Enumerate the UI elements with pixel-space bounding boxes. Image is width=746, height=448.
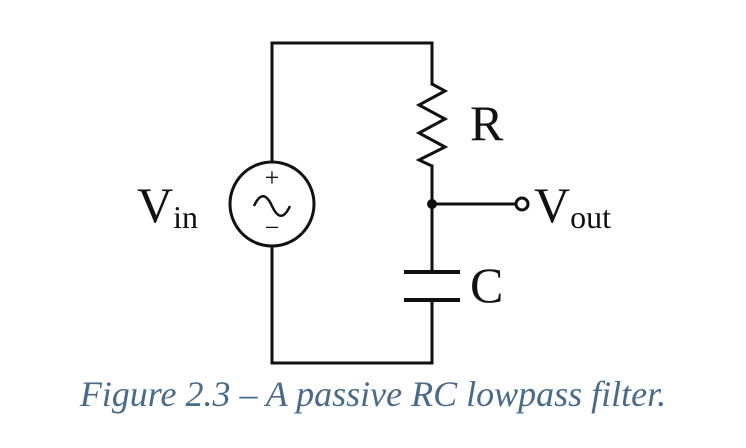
output-label-main: V — [534, 177, 570, 233]
ac-voltage-source: + − — [228, 160, 316, 248]
top-wire — [270, 41, 434, 163]
bottom-wire — [270, 298, 434, 365]
output-terminal — [514, 196, 530, 212]
capacitor-symbol — [404, 270, 460, 302]
sine-wave-icon — [252, 195, 292, 217]
source-minus-sign: − — [265, 213, 280, 242]
output-label-sub: out — [570, 199, 611, 235]
source-label-main: V — [137, 177, 173, 233]
junction-dot — [427, 199, 437, 209]
resistor-label: R — [470, 95, 504, 151]
source-label-sub: in — [173, 199, 198, 235]
capacitor-label: C — [470, 257, 503, 313]
source-label: Vin — [137, 177, 198, 235]
resistor-symbol — [415, 82, 449, 168]
figure-caption: Figure 2.3 – A passive RC lowpass filter… — [79, 374, 667, 414]
output-label: Vout — [534, 177, 611, 235]
circuit-wires — [270, 41, 518, 365]
source-plus-sign: + — [265, 163, 280, 192]
